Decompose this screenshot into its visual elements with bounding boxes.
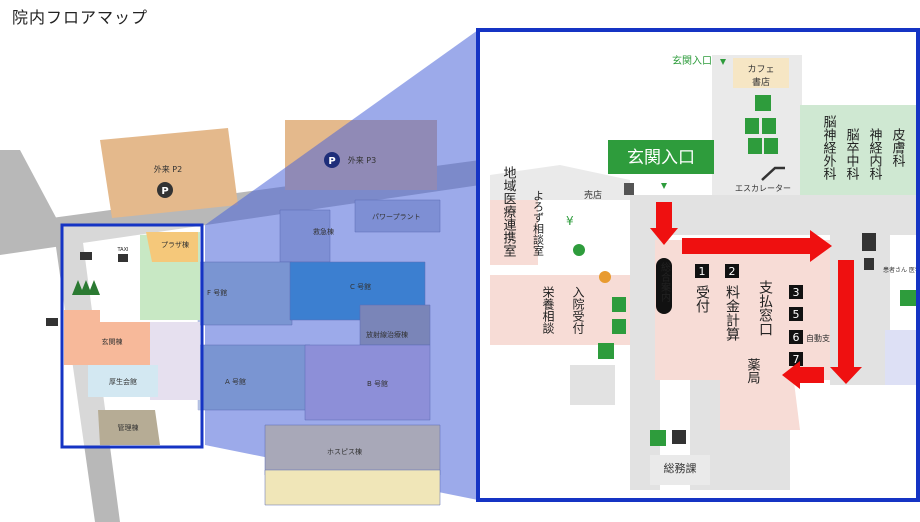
neuro-internal-label: 神経内科 <box>867 128 883 180</box>
route-arrows <box>650 202 862 389</box>
library-icon <box>862 233 876 251</box>
svg-text:P: P <box>161 186 168 197</box>
shop-label: 売店 <box>584 189 602 201</box>
elevator-icon-3 <box>598 343 614 359</box>
svg-text:厚生会館: 厚生会館 <box>109 377 137 386</box>
label-f-wing: F 号館 <box>207 288 227 297</box>
svg-text:5: 5 <box>793 308 800 321</box>
neurosurgery-label: 脳神経外科 <box>821 115 837 180</box>
wheelchair-icon <box>762 118 776 134</box>
elevator-icon-5 <box>650 430 666 446</box>
svg-text:6: 6 <box>793 331 800 344</box>
regional-label: 地域医療連携室 <box>501 166 517 257</box>
bookstore-label: 書店 <box>752 76 770 88</box>
restroom-icon-2 <box>612 319 626 334</box>
zoom-detail-frame <box>476 28 920 502</box>
number-badges: 1 2 3 5 6 7 <box>695 264 803 366</box>
parking-p2: 外来 P2 P <box>100 128 238 218</box>
neurology-label: 脳卒中科 <box>844 128 860 180</box>
label-emergency: 救急棟 <box>313 227 334 236</box>
dermatology-label: 皮膚科 <box>890 128 906 167</box>
zoom-source-frame <box>60 223 204 449</box>
svg-text:3: 3 <box>793 286 800 299</box>
patient-library-label: 患者さん 医学情報 <box>883 266 920 274</box>
svg-text:TAXI: TAXI <box>117 247 129 253</box>
label-c-wing: C 号館 <box>350 282 371 291</box>
bus-icon <box>80 252 92 260</box>
wheelchair-icon-3 <box>612 297 626 312</box>
label-hospice: ホスピス棟 <box>327 447 362 456</box>
wheelchair-icon-2 <box>764 138 778 154</box>
stairs-icon <box>864 258 874 270</box>
nutrition-label: 栄養相談 <box>541 286 555 334</box>
stairs-icon-2 <box>672 430 686 444</box>
svg-text:外来 P2: 外来 P2 <box>154 164 182 174</box>
general-affairs-label: 総務課 <box>664 461 697 475</box>
svg-text:玄関入口: 玄関入口 <box>627 148 695 168</box>
info-desk <box>656 258 672 314</box>
svg-text:外来 P3: 外来 P3 <box>348 155 376 165</box>
svg-text:玄関棟: 玄関棟 <box>102 337 123 346</box>
elevator-icon-4 <box>900 290 916 306</box>
reception-label: 受付 <box>694 285 710 314</box>
svg-text:P: P <box>328 156 335 167</box>
elevator-icon <box>755 95 771 111</box>
aed-icon <box>599 271 611 283</box>
restroom-icon <box>745 118 759 134</box>
svg-text:プラザ棟: プラザ棟 <box>161 240 189 249</box>
pharmacy-label: 薬局 <box>745 358 761 384</box>
main-entrance-sign <box>608 140 714 174</box>
auto-pay-label: 自動支 <box>806 333 830 343</box>
billing-label: 料金計算 <box>724 285 740 341</box>
label-b-wing: B 号館 <box>367 379 388 388</box>
svg-text:2: 2 <box>729 265 736 278</box>
taxi-icon <box>118 254 128 262</box>
admission-label: 入院受付 <box>571 286 585 335</box>
label-power-plant: パワープラント <box>372 213 421 221</box>
svg-text:1: 1 <box>699 265 706 278</box>
campus-buildings <box>197 199 441 506</box>
bus-stop-icon <box>46 318 58 326</box>
trees-icon <box>72 280 100 295</box>
escalator-label: エスカレーター <box>735 184 791 193</box>
svg-text:管理棟: 管理棟 <box>118 423 139 432</box>
page-title: 院内フロアマップ <box>12 8 149 27</box>
svg-text:7: 7 <box>793 353 800 366</box>
phone-icon <box>624 183 634 195</box>
consult-label: よろず相談室 <box>532 190 545 256</box>
telephone-icon <box>573 244 585 256</box>
label-a-wing: A 号館 <box>225 377 246 386</box>
entrance-top-label: 玄関入口 <box>672 54 712 67</box>
entrance-area: プラザ棟 玄関棟 厚生会館 管理棟 TAXI <box>46 225 202 447</box>
parking-icon <box>157 182 173 198</box>
atm-icon: ¥ <box>566 214 574 228</box>
label-radiation: 放射線治療棟 <box>366 330 408 339</box>
svg-text:総合案内: 総合案内 <box>659 261 671 303</box>
payment-label: 支払窓口 <box>757 280 773 336</box>
cafe-label: カフェ <box>747 64 774 75</box>
escalator-icon <box>761 166 785 181</box>
elevator-icon-2 <box>748 138 762 154</box>
